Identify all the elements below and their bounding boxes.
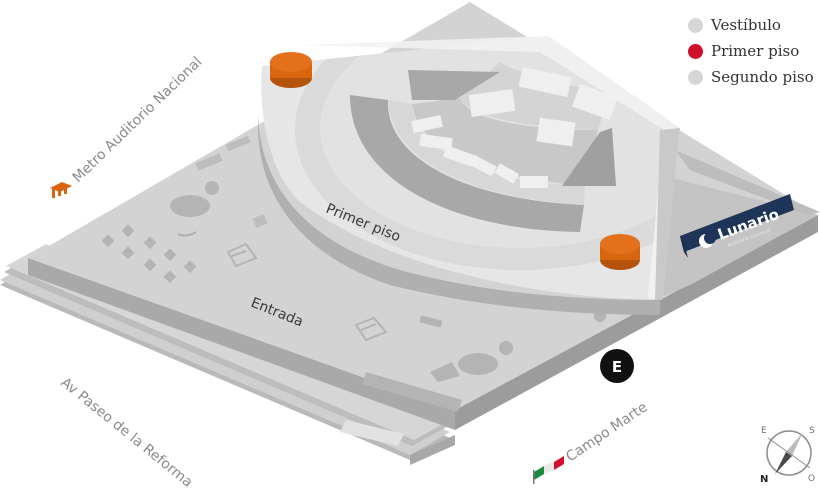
metro-icon [50, 182, 72, 198]
parking-marker: E [612, 358, 622, 376]
legend-item-segundo-piso: Segundo piso [688, 64, 816, 90]
elevator-icon-plaza [226, 242, 258, 268]
elevator-icon [270, 52, 640, 270]
park-label: Campo Marte [563, 399, 650, 465]
compass-n: N [760, 474, 768, 485]
compass-e: E [761, 426, 767, 436]
legend-label: Primer piso [711, 42, 800, 60]
legend-label: Vestíbulo [711, 16, 781, 34]
compass-o: O [808, 474, 815, 484]
legend-dot [688, 69, 703, 85]
street-label: Av Paseo de la Reforma [57, 375, 195, 491]
legend-label: Segundo piso [711, 68, 814, 86]
legend-item-primer-piso: Primer piso [688, 38, 816, 64]
compass-icon: E S N O [760, 426, 815, 485]
compass-s: S [809, 426, 815, 436]
legend-dot [688, 17, 703, 33]
flag-icon [533, 456, 564, 484]
parking-icon: E [600, 349, 634, 383]
metro-label: Metro Auditorio Nacional [70, 54, 206, 186]
legend: Vestíbulo Primer piso Segundo piso [688, 12, 816, 90]
legend-dot [688, 43, 703, 59]
plaza-details [101, 135, 606, 446]
legend-item-vestibulo: Vestíbulo [688, 12, 816, 38]
